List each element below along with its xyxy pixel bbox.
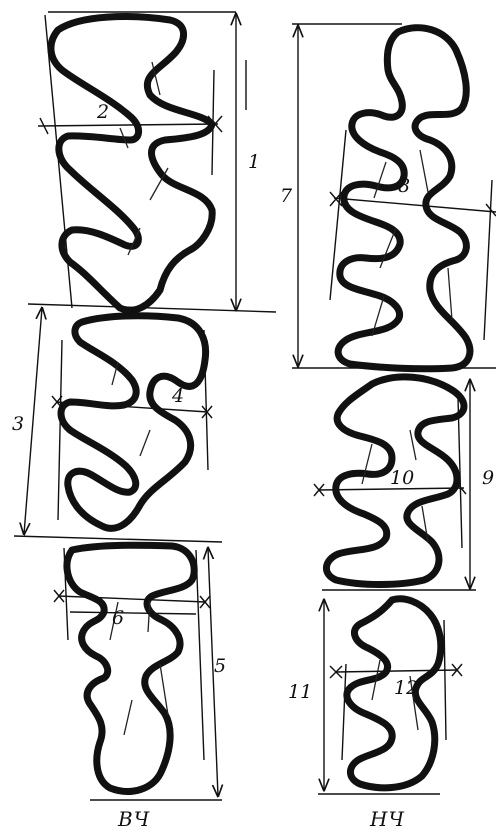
label-2: 2 [96,101,109,123]
upper-jaw-label: ВЧ [117,807,150,831]
label-10: 10 [390,467,414,489]
label-5: 5 [214,655,226,677]
upper-tooth-3 [63,541,198,795]
label-8: 8 [398,175,410,197]
upper-tooth-2 [57,312,210,532]
lower-tooth-1 [334,24,474,373]
label-6: 6 [112,607,124,629]
lower-tooth-3 [343,595,445,792]
upper-tooth-1 [47,13,216,314]
label-12: 12 [394,677,418,699]
label-4: 4 [171,385,184,407]
upper-measure-lines [13,11,277,801]
label-3: 3 [12,413,24,435]
lower-jaw-label: НЧ [369,807,405,831]
lower-measure-lines [292,23,496,795]
lower-tooth-2 [323,373,468,588]
label-7: 7 [280,185,293,207]
label-1: 1 [248,151,260,173]
label-9: 9 [482,467,494,489]
label-11: 11 [288,681,312,703]
